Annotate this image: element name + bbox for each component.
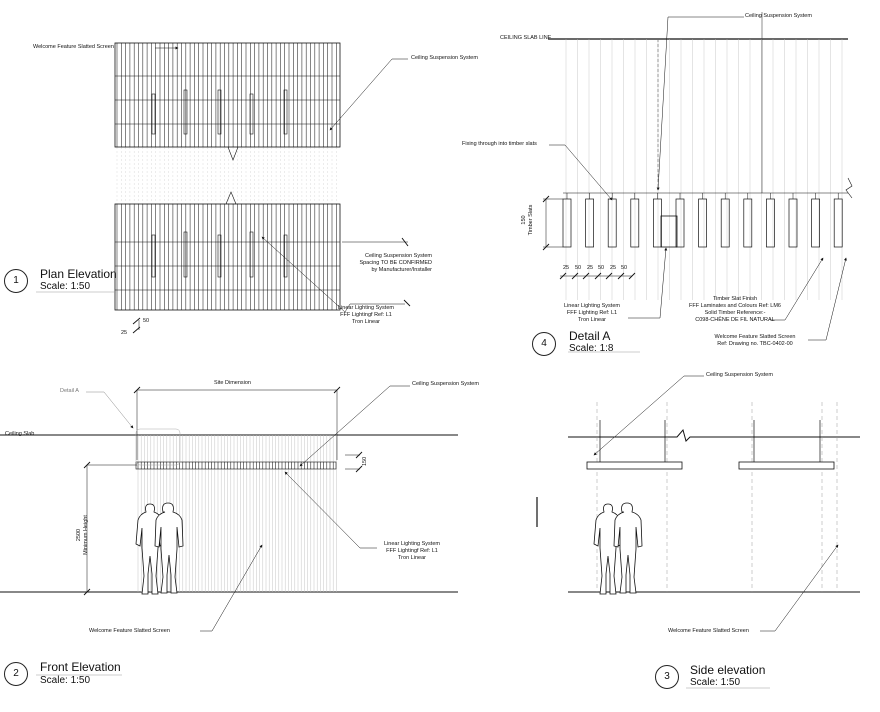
front-lighting-band (135, 461, 337, 470)
front-lighting-ticks (137, 462, 334, 469)
side-view-title: Side elevation (690, 663, 766, 677)
plan-suspension-label: Ceiling Suspension System (411, 55, 478, 61)
plan-screen-label: Welcome Feature Slatted Screen (33, 44, 114, 50)
front-people (135, 502, 184, 595)
plan-slats-hidden (116, 147, 337, 204)
side-beams (586, 461, 835, 470)
front-slats (137, 435, 337, 592)
plan-view-number: 1 (4, 269, 28, 293)
detail-dim-4: 50 (598, 265, 605, 271)
plan-lighting-marks (151, 89, 288, 278)
front-view-title: Front Elevation (40, 660, 121, 674)
plan-dim-25: 25 (121, 330, 128, 336)
front-leaders (200, 385, 410, 632)
front-detail-a-callout: Detail A (60, 388, 79, 394)
detail-ceiling-slab-line: CEILING SLAB LINE (500, 35, 552, 41)
detail-dim-1: 25 (563, 265, 570, 271)
detail-dim-3: 25 (587, 265, 594, 271)
side-suspension-label: Ceiling Suspension System (706, 372, 773, 378)
plan-slats-top (116, 43, 337, 147)
plan-view-title: Plan Elevation (40, 267, 117, 281)
side-hangers-solid (599, 420, 821, 462)
side-view-scale: Scale: 1:50 (690, 677, 741, 688)
side-screen-label: Welcome Feature Slatted Screen (668, 628, 749, 634)
detail-dimensions (542, 195, 636, 280)
detail-view-scale: Scale: 1:8 (569, 343, 614, 354)
side-leaders (593, 375, 839, 632)
front-view-scale: Scale: 1:50 (40, 675, 91, 686)
detail-suspension-lines (565, 12, 843, 300)
front-ceiling-slab-label: Ceiling Slab (5, 431, 35, 437)
front-suspension-label: Ceiling Suspension System (412, 381, 479, 387)
front-site-dimension: Site Dimension (214, 380, 251, 386)
plan-view-scale: Scale: 1:50 (40, 281, 91, 292)
detail-leaders (549, 16, 847, 341)
detail-view-title: Detail A (569, 329, 611, 343)
plan-leaders (132, 46, 411, 334)
detail-fixing-label: Fixing through into timber slats (462, 141, 537, 147)
front-dimensions (83, 386, 363, 596)
detail-dim-2: 50 (575, 265, 582, 271)
side-hangers (596, 402, 838, 592)
detail-dim-5: 25 (610, 265, 617, 271)
detail-rail (543, 177, 853, 248)
side-slab-floor (536, 428, 860, 593)
detail-suspension-label: Ceiling Suspension System (745, 13, 812, 19)
front-view-number: 2 (4, 662, 28, 686)
detail-light (660, 215, 678, 248)
plan-dim-50: 50 (143, 318, 150, 324)
detail-timber-slats (562, 193, 843, 248)
detail-view-number: 4 (532, 332, 556, 356)
side-view-number: 3 (655, 665, 679, 689)
plan-slats-bottom (116, 204, 337, 310)
side-people (593, 502, 643, 595)
plan-outline (114, 42, 341, 311)
front-screen-label: Welcome Feature Slatted Screen (89, 628, 170, 634)
front-dim-150: 150 (362, 456, 368, 466)
front-slab-floor (0, 434, 458, 593)
detail-dim-6: 50 (621, 265, 628, 271)
